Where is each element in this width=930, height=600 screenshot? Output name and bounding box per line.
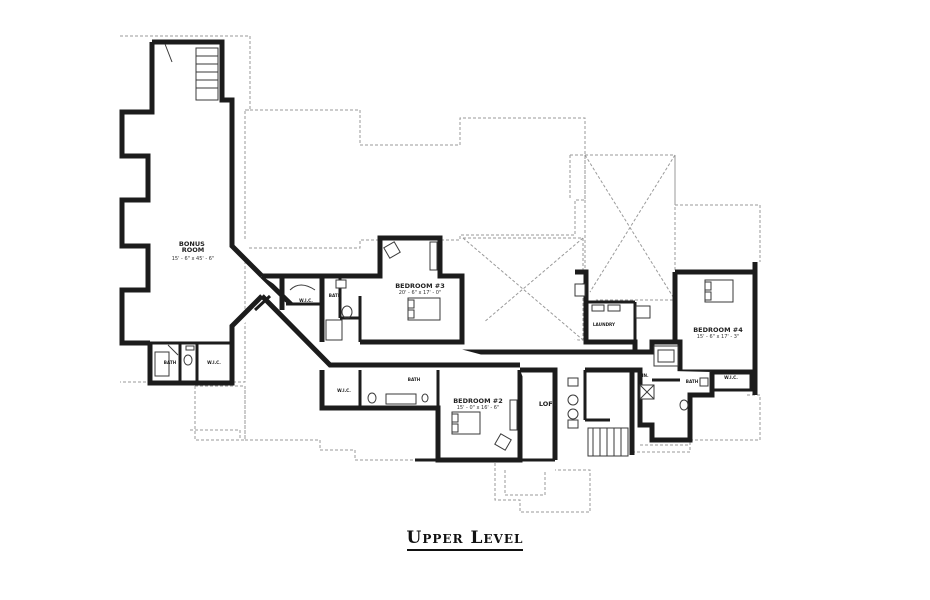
bed3-wic-label: W.I.C. bbox=[299, 298, 313, 303]
bedroom-2-dims: 15' - 0" x 16' - 6" bbox=[457, 405, 500, 411]
bedroom-3-fixtures bbox=[289, 241, 441, 341]
bedroom-2-label: BEDROOM #2 bbox=[453, 397, 503, 405]
bonus-room-label-line1: BONUS bbox=[179, 240, 205, 248]
bedroom-2-fixtures bbox=[367, 392, 518, 451]
room-labels: BONUS ROOM 15' - 6" x 45' - 6" BEDROOM #… bbox=[164, 240, 743, 411]
laundry-walls bbox=[574, 269, 651, 352]
loft-fixtures bbox=[567, 377, 629, 457]
bedroom-4-label: BEDROOM #4 bbox=[693, 326, 743, 334]
roof-outline bbox=[120, 35, 761, 513]
bonus-bath-label: BATH bbox=[164, 360, 177, 365]
laundry-label: LAUNDRY bbox=[593, 322, 616, 327]
bed3-bath-label: BATH bbox=[329, 293, 342, 298]
bonus-room-label: BONUS ROOM bbox=[179, 240, 207, 254]
bonus-wing-walls bbox=[119, 39, 264, 386]
bed4-bath-label: BATH bbox=[686, 379, 699, 384]
bedroom-3-label: BEDROOM #3 bbox=[395, 282, 445, 290]
bedroom-4-fixtures bbox=[639, 279, 734, 411]
bonus-room-label-line2: ROOM bbox=[182, 246, 205, 254]
bonus-stair bbox=[164, 43, 219, 101]
bonus-bath-fixtures bbox=[154, 344, 195, 377]
level-title-text: Upper Level bbox=[406, 528, 524, 551]
bedroom-4-dims: 15' - 6" x 17' - 3" bbox=[697, 334, 740, 340]
bedroom-2-walls bbox=[319, 370, 555, 463]
loft-walls bbox=[520, 367, 635, 460]
loft-label: LOFT bbox=[539, 400, 558, 408]
bedroom-3-dims: 20' - 6" x 17' - 0" bbox=[399, 290, 442, 296]
bonus-wic-label: W.I.C. bbox=[207, 360, 221, 365]
level-title: Upper Level bbox=[0, 528, 930, 551]
bed2-bath-label: BATH bbox=[408, 377, 421, 382]
bedroom-4-walls bbox=[632, 262, 758, 443]
linen-label: LIN. bbox=[639, 373, 649, 378]
bed2-wic-label: W.I.C. bbox=[337, 388, 351, 393]
bonus-room-dims: 15' - 6" x 45' - 6" bbox=[172, 256, 215, 262]
bed4-wic-label: W.I.C. bbox=[724, 375, 738, 380]
